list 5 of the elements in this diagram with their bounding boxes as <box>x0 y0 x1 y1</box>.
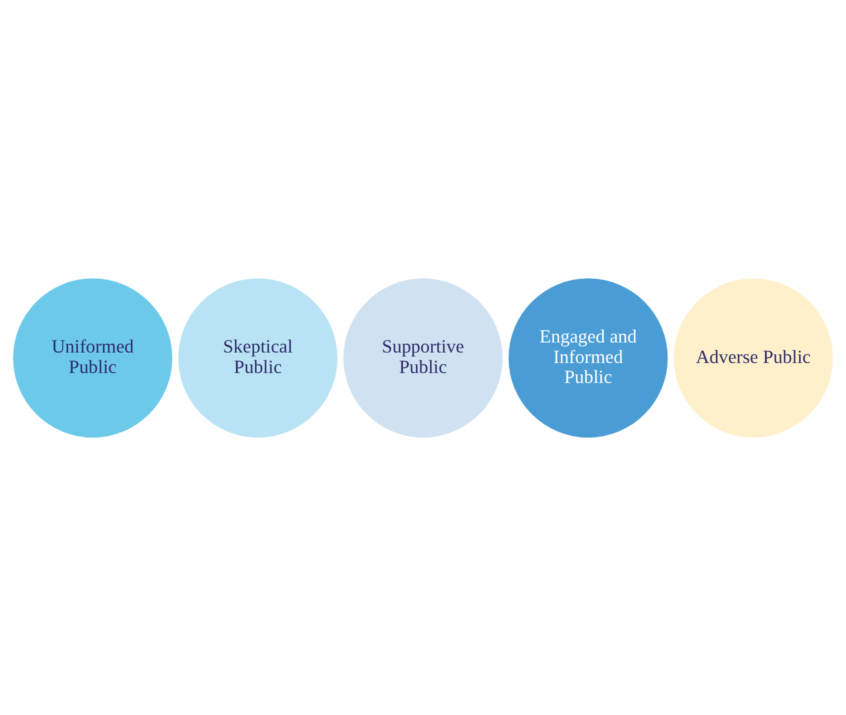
node-circle: Adverse Public <box>674 278 833 438</box>
node-circle: Supportive Public <box>343 278 503 438</box>
node-circle: Engaged and Informed Public <box>508 278 668 438</box>
node-circle: Skeptical Public <box>178 278 338 438</box>
node-circle: Uniformed Public <box>13 278 172 438</box>
